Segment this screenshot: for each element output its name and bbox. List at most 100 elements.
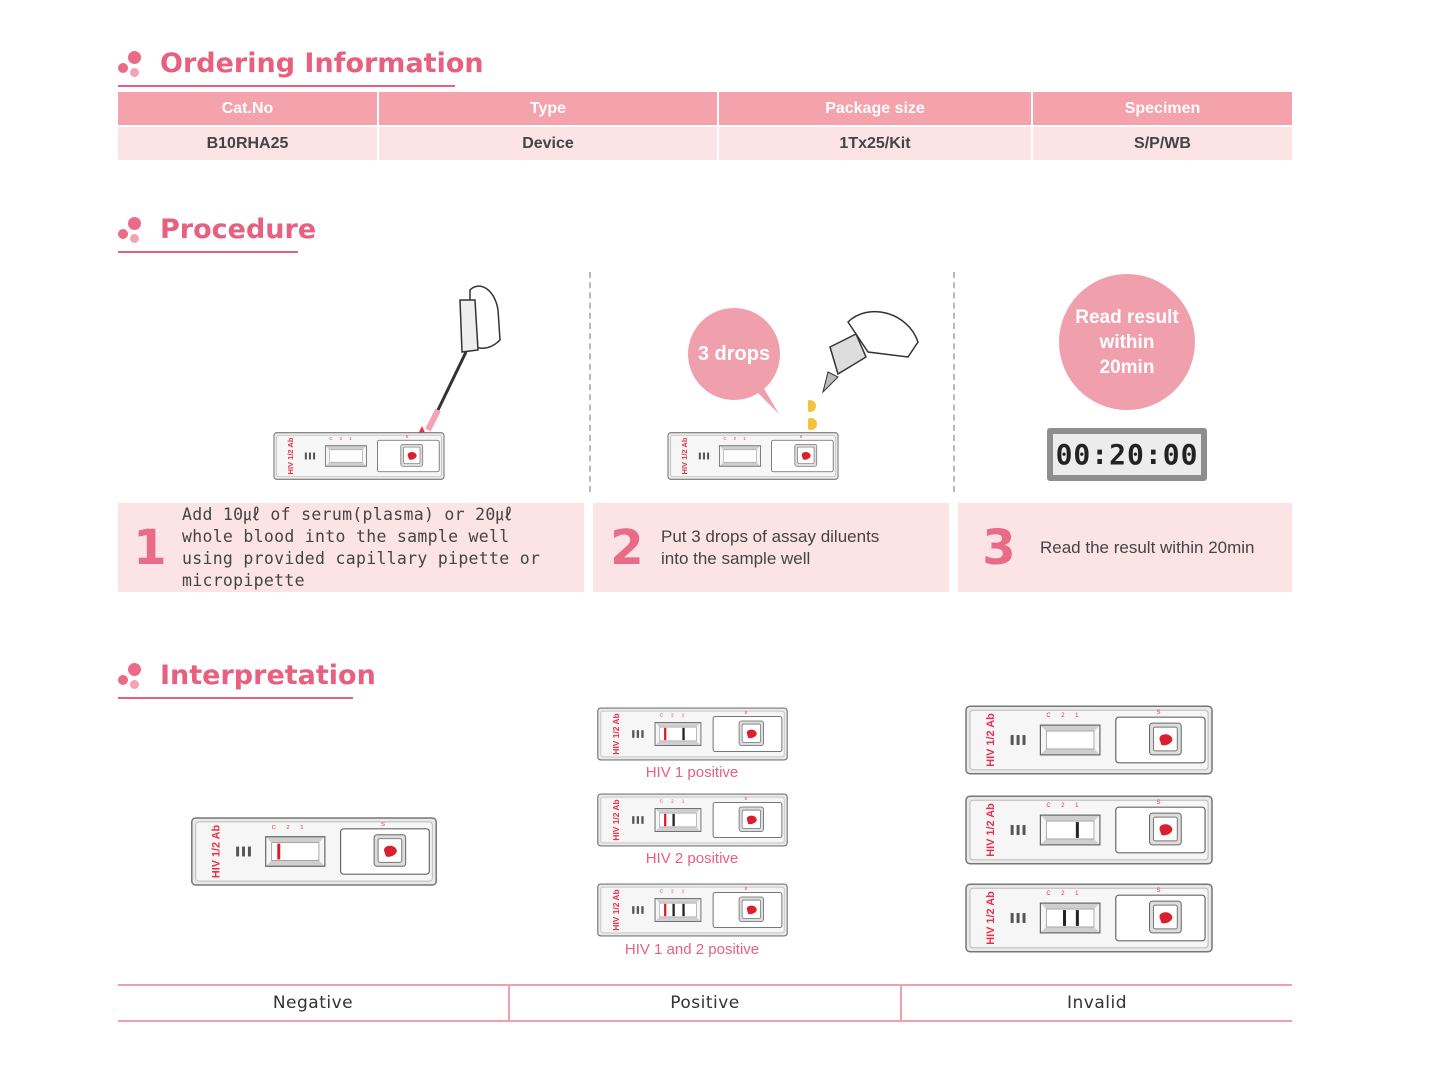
svg-text:S: S <box>1156 800 1160 806</box>
svg-text:1: 1 <box>300 825 303 831</box>
svg-text:HIV 1/2 Ab: HIV 1/2 Ab <box>611 713 621 754</box>
step-text: Read the result within 20min <box>1040 537 1255 557</box>
step-divider <box>589 272 591 492</box>
bubble-tail <box>745 380 779 414</box>
ordering-section-title: Ordering Information <box>118 48 484 87</box>
label-negative: Negative <box>272 993 354 1013</box>
svg-text:C: C <box>272 825 277 831</box>
cell-specimen: S/P/WB <box>1032 125 1292 160</box>
svg-text:HIV 1/2 Ab: HIV 1/2 Ab <box>985 803 997 857</box>
svg-text:S: S <box>744 886 747 891</box>
negative-test-device: HIV 1/2 Ab C 2 1 S <box>190 817 438 886</box>
cell-package-size: 1Tx25/Kit <box>718 125 1033 160</box>
svg-text:HIV 1/2 Ab: HIV 1/2 Ab <box>611 799 621 840</box>
svg-text:S: S <box>1156 710 1160 716</box>
step-2: 2 Put 3 drops of assay diluents into the… <box>593 503 949 592</box>
svg-text:HIV 1/2 Ab: HIV 1/2 Ab <box>210 825 222 879</box>
svg-text:1: 1 <box>1075 803 1079 809</box>
step-number: 1 <box>133 519 167 576</box>
ordering-table: Cat.No Type Package size Specimen B10RHA… <box>118 92 1292 160</box>
svg-text:2: 2 <box>671 712 674 717</box>
invalid-device-1: HIV 1/2 Ab C 2 1 S <box>965 705 1213 775</box>
svg-text:1: 1 <box>349 436 352 441</box>
invalid-device-3: HIV 1/2 Ab C 2 1 S <box>965 883 1213 953</box>
svg-text:1: 1 <box>682 888 685 893</box>
procedure-test-device-1: HIV 1/2 Ab C 2 1 S <box>273 432 445 480</box>
hiv2-positive-device: HIV 1/2 Ab C 2 1 S <box>597 793 788 847</box>
procedure-title: Procedure <box>160 214 317 245</box>
step-divider <box>953 272 955 492</box>
svg-text:1: 1 <box>1075 891 1079 897</box>
three-drops-bubble: 3 drops <box>688 308 780 400</box>
svg-text:C: C <box>1046 713 1051 719</box>
svg-text:C: C <box>1046 891 1051 897</box>
svg-text:2: 2 <box>734 436 737 441</box>
procedure-test-device-2: HIV 1/2 Ab C 2 1 S <box>667 432 839 480</box>
caption-hiv1-positive: HIV 1 positive <box>645 764 739 781</box>
step-1: 1 Add 10㎕ of serum(plasma) or 20㎕ whole … <box>118 503 584 592</box>
timer-display: 00:20:00 <box>1047 428 1207 481</box>
step-3: 3 Read the result within 20min <box>958 503 1292 592</box>
ordering-title: Ordering Information <box>160 48 484 79</box>
step-text: Put 3 drops of assay diluents into the s… <box>661 526 880 568</box>
svg-text:HIV 1/2 Ab: HIV 1/2 Ab <box>286 437 295 474</box>
table-header-row: Cat.No Type Package size Specimen <box>118 92 1292 126</box>
molecule-icon <box>118 50 146 79</box>
hiv1-positive-device: HIV 1/2 Ab C 2 1 S <box>597 707 788 761</box>
molecule-icon <box>118 216 146 245</box>
label-invalid: Invalid <box>900 986 1292 1020</box>
interpretation-section-title: Interpretation <box>118 660 376 699</box>
caption-hiv2-positive: HIV 2 positive <box>645 850 739 867</box>
svg-text:S: S <box>744 796 747 801</box>
svg-text:1: 1 <box>682 798 685 803</box>
label-positive: Positive <box>508 986 900 1020</box>
svg-text:HIV 1/2 Ab: HIV 1/2 Ab <box>611 889 621 930</box>
svg-text:S: S <box>744 710 747 715</box>
svg-text:C: C <box>330 436 333 441</box>
molecule-icon <box>118 662 146 691</box>
cell-type: Device <box>378 125 719 160</box>
three-drops-label: 3 drops <box>697 342 771 365</box>
invalid-device-2: HIV 1/2 Ab C 2 1 S <box>965 795 1213 865</box>
svg-text:C: C <box>660 888 664 893</box>
header-package-size: Package size <box>718 92 1033 126</box>
svg-text:C: C <box>660 798 664 803</box>
step-number: 3 <box>982 519 1016 576</box>
result-labels: Negative Positive Invalid <box>118 984 1292 1022</box>
header-cat-no: Cat.No <box>118 92 379 126</box>
table-row: B10RHA25 Device 1Tx25/Kit S/P/WB <box>118 125 1292 160</box>
svg-text:HIV 1/2 Ab: HIV 1/2 Ab <box>985 891 997 945</box>
interpretation-title: Interpretation <box>160 660 376 691</box>
step-number: 2 <box>610 519 644 576</box>
timer-value: 00:20:00 <box>1053 434 1201 475</box>
svg-text:C: C <box>724 436 727 441</box>
svg-text:HIV 1/2 Ab: HIV 1/2 Ab <box>985 713 997 767</box>
micropipette-icon <box>416 285 501 444</box>
header-type: Type <box>378 92 719 126</box>
svg-text:HIV 1/2 Ab: HIV 1/2 Ab <box>680 437 689 474</box>
dropper-bottle-icon <box>808 310 919 446</box>
cell-cat-no: B10RHA25 <box>118 125 379 160</box>
svg-text:S: S <box>800 434 803 439</box>
svg-text:2: 2 <box>1061 891 1064 897</box>
svg-text:2: 2 <box>671 798 674 803</box>
svg-text:S: S <box>381 822 385 828</box>
step-text: Add 10㎕ of serum(plasma) or 20㎕ whole bl… <box>182 504 541 590</box>
read-result-bubble: Read result within 20min <box>1059 274 1195 410</box>
svg-text:2: 2 <box>1061 713 1064 719</box>
svg-text:1: 1 <box>743 436 746 441</box>
svg-text:S: S <box>406 434 409 439</box>
svg-text:C: C <box>660 712 664 717</box>
svg-text:1: 1 <box>1075 713 1079 719</box>
svg-text:2: 2 <box>1061 803 1064 809</box>
read-result-label: Read result within 20min <box>1075 306 1179 378</box>
svg-text:1: 1 <box>682 712 685 717</box>
svg-text:S: S <box>1156 888 1160 894</box>
procedure-section-title: Procedure <box>118 214 317 253</box>
svg-text:2: 2 <box>340 436 343 441</box>
svg-text:2: 2 <box>671 888 674 893</box>
caption-hiv1-and-2-positive: HIV 1 and 2 positive <box>624 941 760 958</box>
hiv1-and-2-positive-device: HIV 1/2 Ab C 2 1 S <box>597 883 788 937</box>
svg-text:C: C <box>1046 803 1051 809</box>
svg-text:2: 2 <box>286 825 289 831</box>
